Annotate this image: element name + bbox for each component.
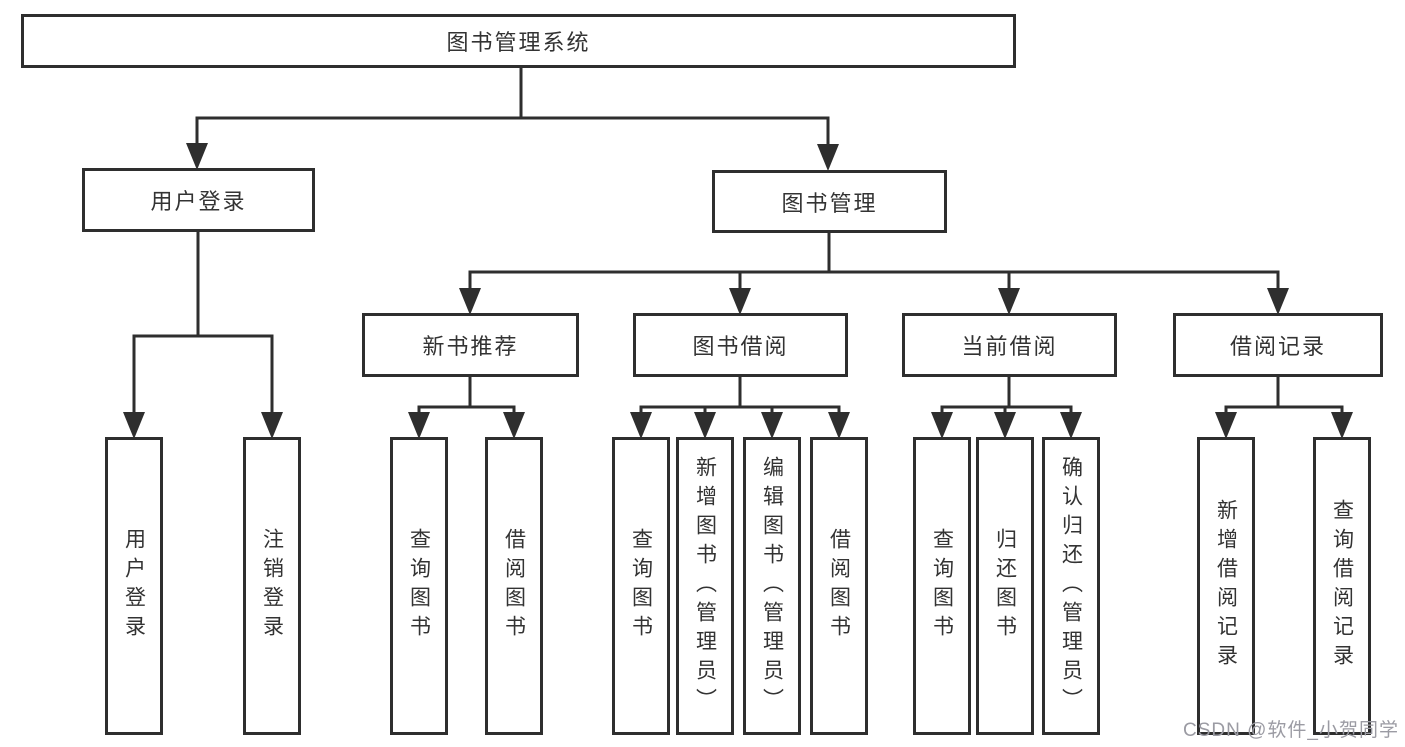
node-book-management-label: 图书管理 bbox=[781, 190, 878, 216]
leaf-logout: 注销登录 bbox=[243, 437, 301, 735]
leaf-current-query-books-label: 查询图书 bbox=[930, 528, 954, 644]
leaf-borrowing-edit-books-label: 编辑图书（管理员） bbox=[760, 455, 784, 717]
leaf-recommend-borrow-books: 借阅图书 bbox=[485, 437, 543, 735]
leaf-borrowing-borrow-books-label: 借阅图书 bbox=[827, 528, 851, 644]
connector-level2-branch bbox=[195, 116, 830, 146]
node-book-management: 图书管理 bbox=[712, 170, 947, 233]
node-book-borrowing-label: 图书借阅 bbox=[692, 334, 789, 359]
leaf-current-return-books-label: 归还图书 bbox=[993, 528, 1017, 644]
node-root: 图书管理系统 bbox=[21, 14, 1016, 68]
node-current-borrowing-label: 当前借阅 bbox=[961, 334, 1058, 359]
node-new-book-recommend: 新书推荐 bbox=[362, 313, 579, 377]
leaf-borrowing-edit-books: 编辑图书（管理员） bbox=[743, 437, 801, 735]
connector-groupB-branch bbox=[417, 405, 516, 414]
leaf-logout-label: 注销登录 bbox=[260, 528, 284, 644]
node-current-borrowing: 当前借阅 bbox=[902, 313, 1117, 377]
leaf-current-query-books: 查询图书 bbox=[913, 437, 971, 735]
arrowheads bbox=[123, 143, 1353, 439]
node-borrowing-records: 借阅记录 bbox=[1173, 313, 1383, 377]
node-new-book-recommend-label: 新书推荐 bbox=[422, 334, 519, 359]
leaf-records-add-record: 新增借阅记录 bbox=[1197, 437, 1255, 735]
leaf-user-login: 用户登录 bbox=[105, 437, 163, 735]
leaf-records-add-record-label: 新增借阅记录 bbox=[1214, 499, 1238, 673]
leaf-user-login-label: 用户登录 bbox=[122, 528, 146, 644]
connector-groupA-branch bbox=[132, 334, 274, 413]
node-root-label: 图书管理系统 bbox=[446, 30, 591, 55]
node-user-login-label: 用户登录 bbox=[150, 189, 247, 214]
leaf-recommend-borrow-books-label: 借阅图书 bbox=[502, 528, 526, 644]
leaf-borrowing-query-books: 查询图书 bbox=[612, 437, 670, 735]
leaf-records-query-record-label: 查询借阅记录 bbox=[1330, 499, 1354, 673]
leaf-recommend-query-books: 查询图书 bbox=[390, 437, 448, 735]
node-user-login: 用户登录 bbox=[82, 168, 315, 232]
leaf-borrowing-borrow-books: 借阅图书 bbox=[810, 437, 868, 735]
leaf-current-confirm-return: 确认归还（管理员） bbox=[1042, 437, 1100, 735]
leaf-current-return-books: 归还图书 bbox=[976, 437, 1034, 735]
leaf-recommend-query-books-label: 查询图书 bbox=[407, 528, 431, 644]
watermark: CSDN @软件_小贺同学 bbox=[1183, 720, 1399, 741]
leaf-current-confirm-return-label: 确认归还（管理员） bbox=[1059, 455, 1083, 717]
node-book-borrowing: 图书借阅 bbox=[633, 313, 848, 377]
connector-groupE-branch bbox=[1224, 405, 1344, 414]
node-borrowing-records-label: 借阅记录 bbox=[1229, 334, 1326, 359]
connector-groupC-branch bbox=[639, 405, 841, 414]
leaf-borrowing-add-books: 新增图书（管理员） bbox=[676, 437, 734, 735]
connector-level3-middle-legs bbox=[738, 272, 1011, 290]
leaf-records-query-record: 查询借阅记录 bbox=[1313, 437, 1371, 735]
leaf-borrowing-query-books-label: 查询图书 bbox=[629, 528, 653, 644]
leaf-borrowing-add-books-label: 新增图书（管理员） bbox=[693, 455, 717, 717]
connector-level3-branch bbox=[468, 270, 1280, 290]
